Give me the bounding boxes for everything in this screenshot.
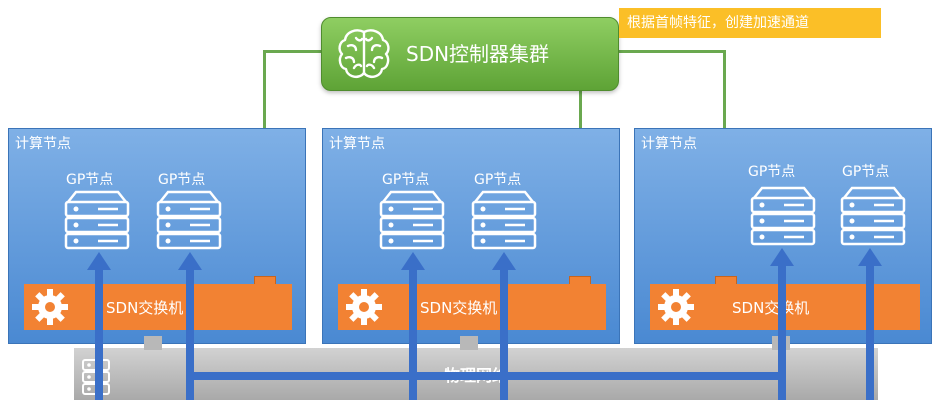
sdn-switch-2: SDN交换机 — [338, 284, 606, 330]
gp-server-icon — [64, 190, 130, 250]
gp-label: GP节点 — [748, 164, 796, 180]
gp-label: GP节点 — [842, 164, 890, 180]
flow-arrow-line — [866, 262, 874, 400]
control-line-left-h — [263, 50, 323, 53]
acceleration-channel — [190, 372, 786, 380]
network-port — [460, 336, 478, 350]
gp-label: GP节点 — [158, 172, 206, 188]
gp-server-icon — [471, 190, 537, 250]
arrow-up-icon — [770, 248, 794, 266]
arrow-up-icon — [87, 252, 111, 270]
gp-server-icon — [840, 186, 906, 246]
arrow-up-icon — [858, 248, 882, 266]
controller-title: SDN控制器集群 — [406, 42, 550, 66]
brain-icon — [338, 29, 390, 78]
arrow-up-icon — [492, 252, 516, 270]
gear-icon — [658, 289, 694, 325]
switch-label: SDN交换机 — [106, 299, 184, 317]
gp-server-icon — [156, 190, 222, 250]
flow-arrow-line — [778, 262, 786, 400]
gear-icon — [346, 289, 382, 325]
network-port — [144, 336, 162, 350]
gp-label: GP节点 — [474, 172, 522, 188]
switch-label: SDN交换机 — [420, 299, 498, 317]
sdn-switch-1: SDN交换机 — [24, 284, 292, 330]
gp-label: GP节点 — [382, 172, 430, 188]
gp-server-icon — [379, 190, 445, 250]
gp-label: GP节点 — [66, 172, 114, 188]
flow-arrow-line — [500, 266, 508, 400]
control-line-right-h — [616, 50, 726, 53]
switch-label: SDN交换机 — [732, 299, 810, 317]
node-title: 计算节点 — [15, 136, 71, 152]
gp-server-icon — [750, 186, 816, 246]
gear-icon — [32, 289, 68, 325]
flow-arrow-line — [409, 266, 417, 400]
arrow-up-icon — [178, 252, 202, 270]
node-title: 计算节点 — [641, 136, 697, 152]
node-title: 计算节点 — [329, 136, 385, 152]
flow-arrow-line — [95, 266, 103, 400]
flow-arrow-line — [186, 266, 194, 400]
callout-note: 根据首帧特征，创建加速通道 — [619, 8, 881, 38]
sdn-controller-cluster: SDN控制器集群 — [321, 17, 619, 91]
arrow-up-icon — [401, 252, 425, 270]
